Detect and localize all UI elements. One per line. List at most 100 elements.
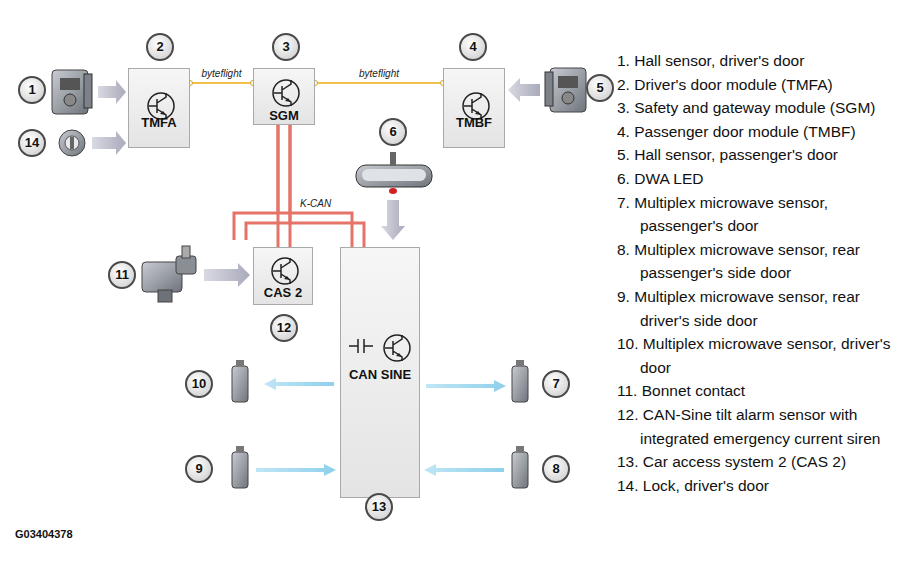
legend-entry: 2. Driver's door module (TMFA) — [617, 73, 897, 97]
edge-label: byteflight — [199, 68, 243, 79]
signal-arrow — [98, 80, 126, 104]
illustration-part — [84, 74, 92, 108]
legend-entry: 11. Bonnet contact — [617, 379, 897, 403]
illustration-part — [562, 92, 574, 104]
illustration-part — [236, 360, 244, 366]
legend-entry: 9. Multiplex microwave sensor, rear driv… — [617, 285, 897, 332]
legend-entry: 7. Multiplex microwave sensor, passenger… — [617, 191, 897, 238]
transistor-symbol — [270, 77, 302, 109]
figure-code: G03404378 — [15, 528, 73, 540]
symbol-lines — [349, 339, 373, 353]
illustration-part — [545, 72, 553, 106]
module-box: SGM — [253, 68, 315, 125]
illustration-part — [65, 136, 79, 150]
module-label: CAS 2 — [254, 285, 312, 300]
illustration-part — [70, 137, 74, 149]
module-box: CAS 2 — [253, 247, 313, 305]
microwave-sensor — [232, 446, 248, 488]
k-can-line — [278, 125, 364, 247]
byteflight-line — [190, 82, 253, 84]
legend-entry: 12. CAN-Sine tilt alarm sensor with inte… — [617, 403, 897, 450]
symbol-arrow — [396, 353, 402, 357]
symbol-circle — [384, 335, 410, 361]
illustration-part — [232, 452, 248, 488]
callout-number: 1 — [18, 76, 46, 104]
k-can-line — [278, 125, 290, 247]
transistor-symbol — [269, 255, 301, 287]
illustration-part — [389, 188, 397, 194]
connector — [188, 81, 256, 86]
edge-label: K-CAN — [298, 198, 333, 209]
module-label: SGM — [254, 108, 314, 123]
capacitor-symbol — [347, 336, 375, 356]
microwave-sensor — [512, 446, 528, 488]
illustration-part — [158, 290, 172, 302]
illustration-part — [64, 94, 76, 106]
legend-entry: 6. DWA LED — [617, 167, 897, 191]
legend-entry: 10. Multiplex microwave sensor, driver's… — [617, 332, 897, 379]
callout-number: 8 — [542, 455, 570, 483]
module-box: CAN SINE — [340, 247, 420, 498]
legend-entry: 3. Safety and gateway module (SGM) — [617, 96, 897, 120]
edge-label: byteflight — [357, 68, 401, 79]
illustration-part — [512, 366, 528, 402]
module-label: TMBF — [444, 115, 504, 130]
legend-list: 1. Hall sensor, driver's door2. Driver's… — [617, 49, 897, 497]
module-box: TMBF — [443, 68, 505, 148]
callout-number: 11 — [108, 261, 136, 289]
signal-arrow — [508, 78, 540, 102]
callout-number: 6 — [379, 118, 407, 146]
transistor-symbol — [381, 332, 413, 364]
symbol-arrow — [284, 276, 290, 280]
legend-entry: 8. Multiplex microwave sensor, rear pass… — [617, 238, 897, 285]
legend-entry: 14. Lock, driver's door — [617, 474, 897, 498]
illustration-part — [550, 68, 586, 112]
module-box: TMFA — [128, 68, 190, 148]
radio-arrow — [426, 380, 506, 392]
radio-arrow — [424, 464, 504, 476]
symbol-circle — [272, 258, 298, 284]
signal-arrow — [92, 131, 126, 155]
symbol-arrow — [160, 111, 166, 115]
illustration-part — [182, 246, 190, 258]
callout-number: 4 — [459, 33, 487, 61]
callout-number: 14 — [18, 129, 46, 157]
illustration-part — [236, 446, 244, 452]
symbol-arrow — [285, 98, 291, 102]
callout-number: 3 — [272, 33, 300, 61]
illustration-part — [59, 130, 85, 156]
callout-number: 9 — [185, 455, 213, 483]
callout-number: 13 — [365, 493, 393, 521]
module-label: CAN SINE — [341, 367, 419, 382]
connector — [313, 81, 446, 86]
microwave-sensor — [232, 360, 248, 402]
door-lock — [52, 70, 92, 114]
callout-number: 2 — [146, 33, 174, 61]
module-label: TMFA — [129, 115, 189, 130]
symbol-circle — [273, 80, 299, 106]
callout-number: 7 — [542, 370, 570, 398]
illustration-part — [232, 366, 248, 402]
connector — [278, 125, 364, 247]
symbol-lines — [273, 258, 290, 284]
bonnet-contact — [142, 246, 196, 302]
lock-cylinder — [59, 130, 85, 156]
symbol-arrow — [475, 111, 481, 115]
byteflight-line — [315, 82, 443, 84]
illustration-part — [362, 169, 426, 181]
door-lock — [545, 68, 586, 112]
illustration-part — [516, 446, 524, 452]
microwave-sensor — [512, 360, 528, 402]
mirror-led — [356, 152, 432, 194]
illustration-part — [512, 452, 528, 488]
radio-arrow — [256, 464, 336, 476]
callout-number: 10 — [185, 370, 213, 398]
illustration-part — [356, 165, 432, 187]
callout-number: 12 — [270, 314, 298, 342]
legend-entry: 5. Hall sensor, passenger's door — [617, 143, 897, 167]
legend-entry: 13. Car access system 2 (CAS 2) — [617, 450, 897, 474]
illustration-part — [52, 70, 88, 114]
signal-arrow — [381, 200, 405, 240]
bus-wire — [234, 213, 290, 240]
